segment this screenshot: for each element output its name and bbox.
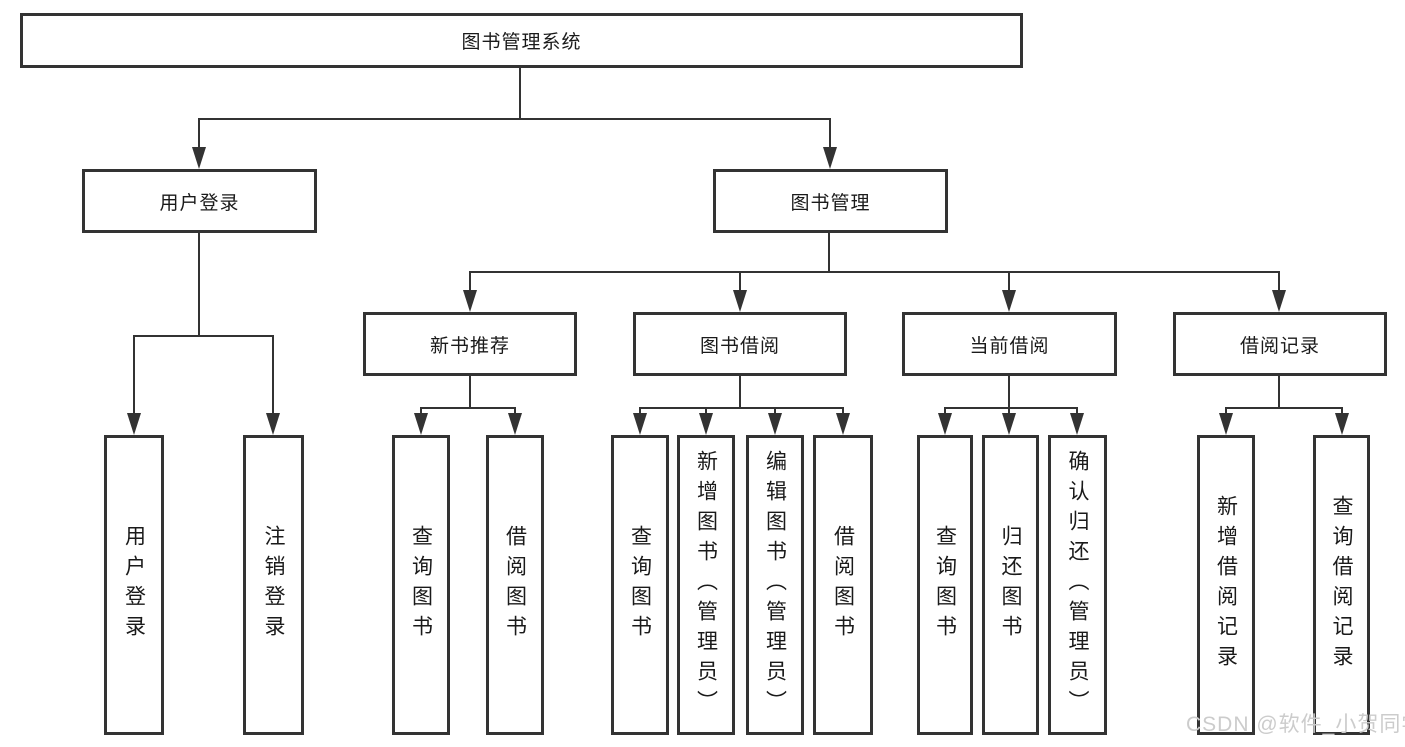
- leaf-br-query-borrow-record: 查询借阅记录: [1313, 435, 1370, 735]
- node-book-management: 图书管理: [713, 169, 948, 233]
- arrow-bb-leaf2: [699, 413, 713, 435]
- connector-book-management-stem: [828, 233, 830, 273]
- arrow-bb-leaf3: [768, 413, 782, 435]
- connector-br-bar: [1225, 407, 1343, 409]
- node-user-login: 用户登录: [82, 169, 317, 233]
- leaf-cb-confirm-return-admin: 确认归还（管理员）: [1048, 435, 1107, 735]
- connector-bb-leaf4: [842, 407, 844, 415]
- leaf-bb-query-book: 查询图书: [611, 435, 669, 735]
- leaf-bb-add-book-admin: 新增图书（管理员）: [677, 435, 735, 735]
- connector-nbr-bar: [420, 407, 516, 409]
- arrow-cb-leaf3: [1070, 413, 1084, 435]
- connector-to-book-management: [829, 118, 831, 149]
- arrow-cb-leaf1: [938, 413, 952, 435]
- connector-to-new-book-rec: [469, 271, 471, 291]
- connector-level2-bar: [469, 271, 1280, 273]
- connector-cb-stem: [1008, 376, 1010, 409]
- connector-nbr-stem: [469, 376, 471, 409]
- leaf-cb-query-book: 查询图书: [917, 435, 973, 735]
- arrow-to-leaf-logout: [266, 413, 280, 435]
- connector-to-leaf-user-login: [133, 335, 135, 413]
- arrow-bb-leaf1: [633, 413, 647, 435]
- connector-br-stem: [1278, 376, 1280, 409]
- connector-root-stem: [519, 68, 521, 119]
- arrow-bb-leaf4: [836, 413, 850, 435]
- connector-bb-leaf1: [639, 407, 641, 415]
- node-current-borrowing: 当前借阅: [902, 312, 1117, 376]
- leaf-bb-edit-book-admin: 编辑图书（管理员）: [746, 435, 804, 735]
- leaf-nbr-query-book: 查询图书: [392, 435, 450, 735]
- arrow-nbr-leaf1: [414, 413, 428, 435]
- leaf-br-add-borrow-record: 新增借阅记录: [1197, 435, 1255, 735]
- connector-cb-leaf2: [1008, 407, 1010, 415]
- leaf-logout: 注销登录: [243, 435, 304, 735]
- arrow-to-book-borrowing: [733, 290, 747, 312]
- connector-br-leaf2: [1341, 407, 1343, 415]
- connector-cb-leaf3: [1076, 407, 1078, 415]
- connector-to-user-login: [198, 118, 200, 149]
- connector-to-leaf-logout: [272, 335, 274, 413]
- leaf-user-login: 用户登录: [104, 435, 164, 735]
- connector-user-login-bar: [133, 335, 274, 337]
- connector-bb-leaf3: [774, 407, 776, 415]
- node-new-book-recommendation: 新书推荐: [363, 312, 577, 376]
- node-borrowing-records: 借阅记录: [1173, 312, 1387, 376]
- arrow-cb-leaf2: [1002, 413, 1016, 435]
- node-book-borrowing: 图书借阅: [633, 312, 847, 376]
- connector-bb-leaf2: [705, 407, 707, 415]
- connector-cb-bar: [944, 407, 1078, 409]
- arrow-nbr-leaf2: [508, 413, 522, 435]
- connector-cb-leaf1: [944, 407, 946, 415]
- connector-to-book-borrowing: [739, 271, 741, 291]
- arrow-to-current-borrowing: [1002, 290, 1016, 312]
- arrow-to-book-management: [823, 147, 837, 169]
- connector-bb-stem: [739, 376, 741, 409]
- leaf-bb-borrow-book: 借阅图书: [813, 435, 873, 735]
- arrow-to-borrowing-records: [1272, 290, 1286, 312]
- connector-level1-bar: [198, 118, 831, 120]
- connector-bb-bar: [639, 407, 844, 409]
- connector-user-login-stem: [198, 233, 200, 337]
- connector-br-leaf1: [1225, 407, 1227, 415]
- arrow-to-new-book-rec: [463, 290, 477, 312]
- leaf-cb-return-book: 归还图书: [982, 435, 1039, 735]
- node-library-management-system: 图书管理系统: [20, 13, 1023, 68]
- connector-to-current-borrowing: [1008, 271, 1010, 291]
- leaf-nbr-borrow-book: 借阅图书: [486, 435, 544, 735]
- arrow-to-user-login: [192, 147, 206, 169]
- connector-nbr-leaf1: [420, 407, 422, 415]
- connector-to-borrowing-records: [1278, 271, 1280, 291]
- arrow-to-leaf-user-login: [127, 413, 141, 435]
- connector-nbr-leaf2: [514, 407, 516, 415]
- arrow-br-leaf2: [1335, 413, 1349, 435]
- arrow-br-leaf1: [1219, 413, 1233, 435]
- csdn-watermark: CSDN @软件_小贺同学: [1186, 713, 1405, 736]
